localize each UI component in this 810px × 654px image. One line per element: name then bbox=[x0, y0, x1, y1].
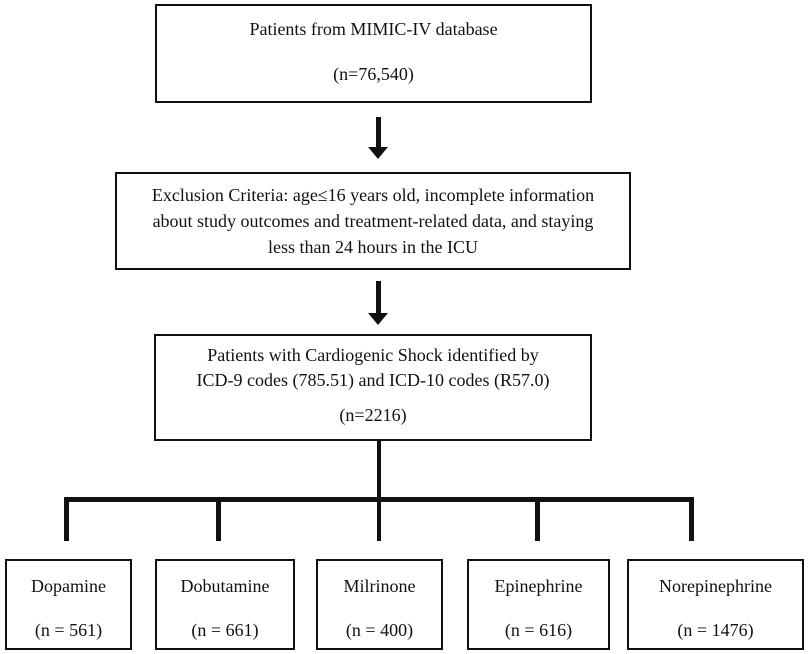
group-name: Milrinone bbox=[343, 576, 416, 596]
group-count: (n = 616) bbox=[504, 620, 573, 640]
arrow-1-head bbox=[368, 147, 388, 159]
group-box-epinephrine: Epinephrine (n = 616) bbox=[467, 559, 610, 650]
group-name: Dobutamine bbox=[180, 576, 270, 596]
source-title: Patients from MIMIC-IV database bbox=[249, 19, 498, 39]
cohort-count: (n=2216) bbox=[339, 405, 407, 425]
group-box-norepinephrine: Norepinephrine (n = 1476) bbox=[627, 559, 804, 650]
arrow-1-shaft bbox=[376, 117, 381, 147]
connector-drop-3 bbox=[377, 497, 381, 541]
cohort-line-1: Patients with Cardiogenic Shock identifi… bbox=[207, 345, 539, 365]
source-count: (n=76,540) bbox=[333, 64, 414, 84]
group-box-dopamine: Dopamine (n = 561) bbox=[5, 559, 132, 650]
connector-drop-4 bbox=[535, 497, 540, 541]
group-count: (n = 1476) bbox=[677, 620, 754, 640]
group-name: Epinephrine bbox=[494, 576, 583, 596]
group-count: (n = 400) bbox=[345, 620, 414, 640]
exclusion-line-1: Exclusion Criteria: age≤16 years old, in… bbox=[151, 185, 595, 205]
group-name: Dopamine bbox=[31, 576, 106, 596]
connector-trunk bbox=[377, 441, 381, 499]
connector-drop-1 bbox=[64, 497, 69, 541]
exclusion-line-2: about study outcomes and treatment-relat… bbox=[152, 211, 594, 231]
group-count: (n = 661) bbox=[191, 620, 259, 640]
cohort-box: Patients with Cardiogenic Shock identifi… bbox=[154, 334, 592, 441]
connector-drop-2 bbox=[216, 497, 221, 541]
source-box: Patients from MIMIC-IV database (n=76,54… bbox=[155, 4, 592, 103]
group-name: Norepinephrine bbox=[659, 576, 772, 596]
group-count: (n = 561) bbox=[34, 620, 103, 640]
arrow-2-head bbox=[368, 313, 388, 325]
group-box-dobutamine: Dobutamine (n = 661) bbox=[155, 559, 295, 650]
connector-drop-5 bbox=[689, 497, 694, 541]
cohort-line-2: ICD-9 codes (785.51) and ICD-10 codes (R… bbox=[196, 370, 550, 390]
exclusion-box: Exclusion Criteria: age≤16 years old, in… bbox=[115, 172, 631, 270]
group-box-milrinone: Milrinone (n = 400) bbox=[316, 559, 443, 650]
exclusion-line-3: less than 24 hours in the ICU bbox=[268, 237, 478, 257]
arrow-2-shaft bbox=[376, 281, 381, 313]
